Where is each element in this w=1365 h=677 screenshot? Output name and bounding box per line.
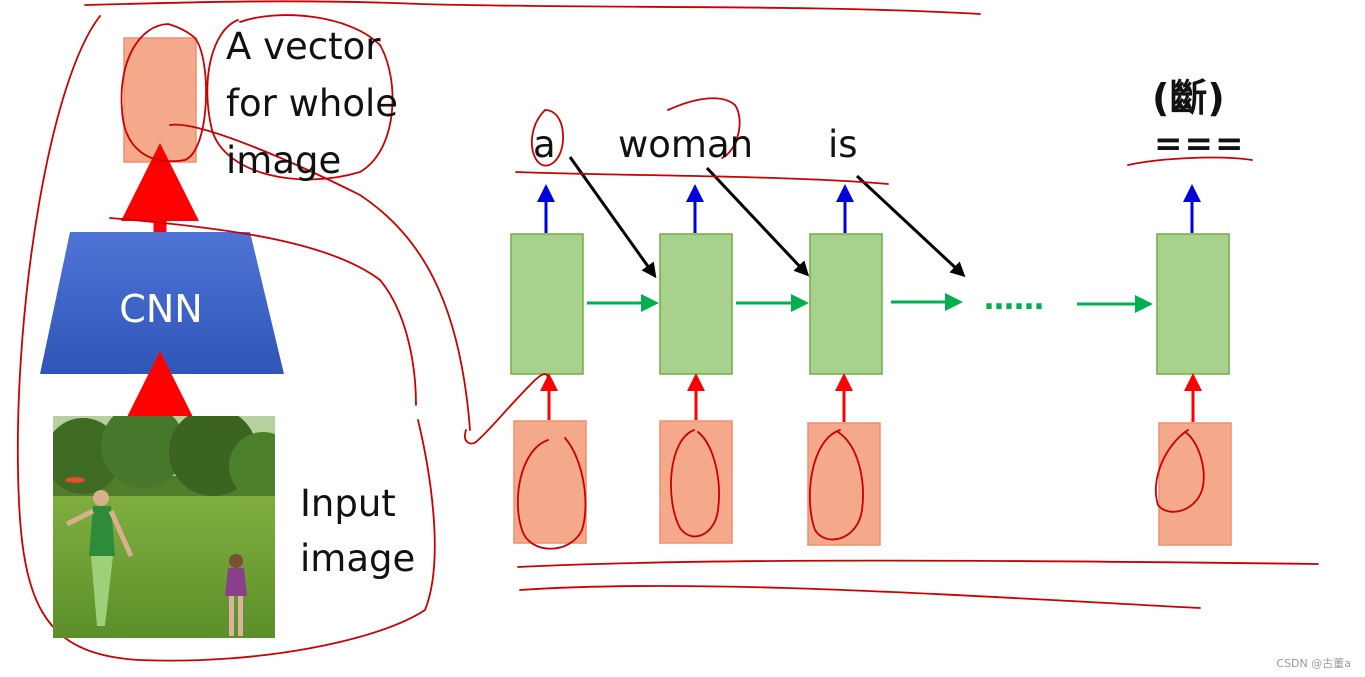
vector-label-line-3: image (226, 139, 342, 182)
cnn-label: CNN (119, 287, 203, 331)
handwritten-annotations (16, 0, 1319, 662)
rnn-input-1 (513, 420, 587, 544)
rnn-cell-3 (809, 233, 883, 375)
recurrent-arrows (587, 293, 1153, 313)
feedback-arrow-2 (705, 166, 810, 277)
rnn-cells (510, 233, 1230, 375)
rnn-input-2 (659, 420, 733, 544)
cnn-block (40, 232, 284, 374)
rnn-input-3 (807, 422, 881, 546)
vector-label-line-1: A vector (226, 25, 381, 68)
stop-token-underline: === (1154, 124, 1246, 164)
feedback-arrows (568, 156, 966, 279)
output-word-2: woman (618, 123, 754, 166)
ellipsis: …… (984, 282, 1044, 317)
rnn-cell-2 (659, 233, 733, 375)
vector-label-line-2: for whole (226, 82, 399, 125)
watermark: CSDN @古董a (1276, 657, 1351, 670)
image-vector-box (123, 37, 197, 163)
output-word-3: is (828, 123, 858, 166)
input-label-line-2: image (300, 537, 416, 580)
stop-token: (斷) (1152, 76, 1225, 120)
input-label-line-1: Input (300, 482, 396, 525)
feedback-arrow-3 (855, 174, 966, 278)
input-photo (53, 416, 275, 638)
input-arrows (540, 373, 1202, 422)
feedback-arrow-1 (568, 156, 657, 279)
vector-label: A vector for whole image (226, 18, 398, 189)
rnn-cell-1 (510, 233, 584, 375)
input-image-label: Input image (300, 476, 415, 586)
rnn-cell-4 (1156, 233, 1230, 375)
rnn-input-boxes (513, 420, 1232, 546)
output-arrows (537, 184, 1201, 233)
output-word-1: a (533, 123, 556, 166)
